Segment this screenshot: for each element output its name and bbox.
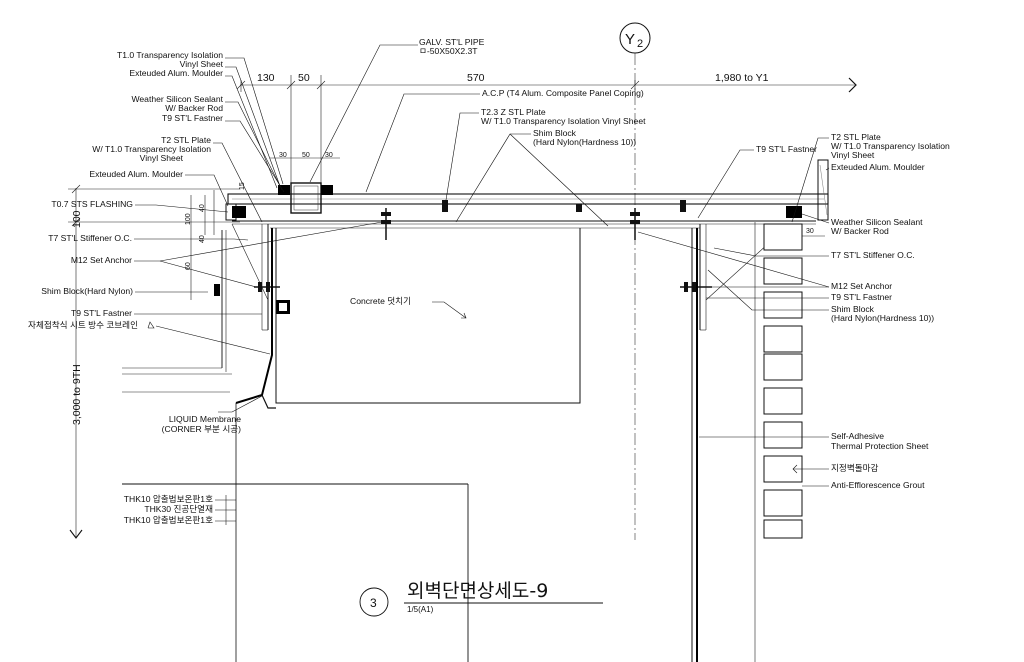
left-vertical-dimension: 100 3,000 to 9TH 100 40 40 60 15 xyxy=(68,182,246,539)
label-fastner-1: T9 ST'L Fastner xyxy=(162,113,223,123)
label-concrete: Concrete 덧치기 xyxy=(350,295,411,306)
label-acp: A.C.P (T4 Alum. Composite Panel Coping) xyxy=(482,88,644,98)
label-stiffener-right: T7 ST'L Stiffener O.C. xyxy=(831,250,915,260)
label-shim-block-top: Shim Block xyxy=(533,128,577,138)
dim-130: 130 xyxy=(257,72,275,84)
label-self-adhesive: Self-Adhesive xyxy=(831,431,884,441)
dim-30-right: 30 xyxy=(806,228,814,235)
right-wall xyxy=(691,222,803,662)
set-anchor-1 xyxy=(381,208,391,240)
label-backer-rod: W/ Backer Rod xyxy=(165,103,223,113)
label-weather-sealant: Weather Silicon Sealant xyxy=(131,94,223,104)
right-callouts: T9 ST'L Fastner T2 STL Plate W/ T1.0 Tra… xyxy=(637,132,950,490)
drawing-number: 3 xyxy=(370,596,377,610)
concrete-parapet xyxy=(122,228,581,662)
label-plate-vinyl: Vinyl Sheet xyxy=(140,153,184,163)
label-shim-right: Shim Block xyxy=(831,304,875,314)
bottom-callouts: THK10 압출법보온판1호 THK30 진공단열재 THK10 압출법보온판1… xyxy=(124,494,236,525)
dim-100: 100 xyxy=(71,210,83,228)
label-stl-plate: T2 STL Plate xyxy=(161,135,211,145)
drawing-scale: 1/5(A1) xyxy=(407,605,434,614)
label-z-plate: T2.3 Z STL Plate xyxy=(481,107,546,117)
dim-30-a: 30 xyxy=(279,152,287,159)
label-shim-block-left: Shim Block(Hard Nylon) xyxy=(41,286,133,296)
label-z-plate-isolation: W/ T1.0 Transparency Isolation Vinyl She… xyxy=(481,116,646,126)
small-dimensions-top: 30 50 30 30 xyxy=(270,152,825,237)
label-vinyl-sheet: Vinyl Sheet xyxy=(180,59,224,69)
set-anchor-2 xyxy=(630,208,640,240)
label-backer-rod-right: W/ Backer Rod xyxy=(831,226,889,236)
label-fastner-left: T9 ST'L Fastner xyxy=(71,308,132,318)
label-pipe-size: ㅁ-50X50X2.3T xyxy=(419,46,478,56)
dim-50: 50 xyxy=(298,72,310,84)
label-corner-note: (CORNER 부분 시공) xyxy=(162,424,242,434)
label-fastner-right-top: T9 ST'L Fastner xyxy=(756,144,817,154)
grid-axis-sub: 2 xyxy=(637,38,643,50)
drawing-title-block: 3 외벽단면상세도-9 1/5(A1) xyxy=(359,580,603,617)
label-transparency-isolation: T1.0 Transparency Isolation xyxy=(117,50,223,60)
label-stiffener-left: T7 ST'L Stiffener O.C. xyxy=(48,233,132,243)
dim-15: 15 xyxy=(239,182,246,190)
label-isolation-right: W/ T1.0 Transparency Isolation xyxy=(831,141,950,151)
label-brick-finish: 지정벽돌마감 xyxy=(831,462,879,473)
label-insulation-2: THK10 압출법보온판1호 xyxy=(124,515,213,525)
dim-60: 60 xyxy=(185,262,192,270)
grid-line-y2: Y 2 xyxy=(619,22,651,540)
label-vinyl-right: Vinyl Sheet xyxy=(831,150,875,160)
grid-axis-label: Y xyxy=(625,31,635,48)
label-galv-pipe: GALV. ST'L PIPE xyxy=(419,37,485,47)
label-sts-flashing: T0.7 STS FLASHING xyxy=(51,199,133,209)
label-liquid-membrane: LIQUID Membrane xyxy=(169,414,241,424)
label-sealant-right: Weather Silicon Sealant xyxy=(831,217,923,227)
label-stl-plate-right: T2 STL Plate xyxy=(831,132,881,142)
label-insulation-1: THK10 압출법보온판1호 xyxy=(124,494,213,504)
label-alum-moulder: Exteuded Alum. Moulder xyxy=(129,68,223,78)
acp-coping xyxy=(225,159,829,221)
drawing-title: 외벽단면상세도-9 xyxy=(407,580,548,602)
label-set-anchor-left: M12 Set Anchor xyxy=(71,255,132,265)
top-callouts: GALV. ST'L PIPE ㅁ-50X50X2.3T A.C.P (T4 A… xyxy=(309,37,646,227)
label-shim-hardness: (Hard Nylon(Hardness 10)) xyxy=(533,137,636,147)
top-dimension-line: 130 50 570 1,980 to Y1 xyxy=(236,72,857,185)
label-vacuum-insulation: THK30 진공단열재 xyxy=(144,504,213,514)
center-callouts: Concrete 덧치기 LIQUID Membrane (CORNER 부분 … xyxy=(162,295,467,434)
dim-to-9th: 3,000 to 9TH xyxy=(71,364,83,425)
label-shim-hardness-right: (Hard Nylon(Hardness 10)) xyxy=(831,313,934,323)
brick-course xyxy=(763,223,803,539)
dim-40: 40 xyxy=(199,204,206,212)
label-set-anchor-right: M12 Set Anchor xyxy=(831,281,892,291)
label-thermal-sheet: Thermal Protection Sheet xyxy=(831,441,929,451)
label-moulder-right: Exteuded Alum. Moulder xyxy=(831,162,925,172)
steel-plate-frame xyxy=(231,208,816,331)
dim-50-b: 50 xyxy=(302,152,310,159)
dim-100-small: 100 xyxy=(185,213,192,225)
dim-570: 570 xyxy=(467,72,485,84)
label-fastner-right: T9 ST'L Fastner xyxy=(831,292,892,302)
label-self-adhesive-waterproof: 자체접착식 시트 방수 코브레인 xyxy=(28,319,138,330)
label-anti-efflorescence: Anti-Efflorescence Grout xyxy=(831,480,925,490)
label-alum-moulder-2: Exteuded Alum. Moulder xyxy=(89,169,183,179)
dim-to-y1: 1,980 to Y1 xyxy=(715,72,769,84)
label-plate-isolation: W/ T1.0 Transparency Isolation xyxy=(92,144,211,154)
dim-30-b: 30 xyxy=(325,152,333,159)
left-callouts: T1.0 Transparency Isolation Vinyl Sheet … xyxy=(28,50,383,355)
